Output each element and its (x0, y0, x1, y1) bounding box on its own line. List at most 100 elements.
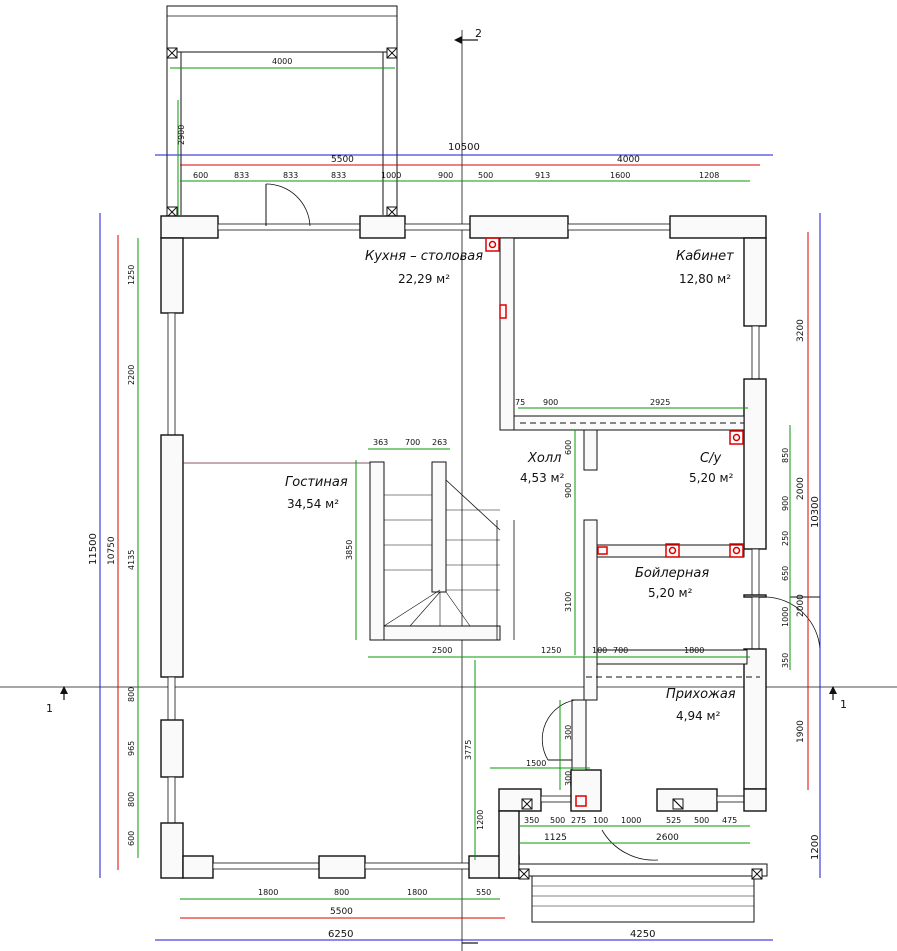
dim-bottom-seg: 800 (334, 888, 349, 897)
room-office-area: 12,80 м² (679, 272, 731, 286)
room-hall-name: Холл (527, 451, 561, 466)
dim-overall-bottom-right: 4250 (630, 929, 655, 940)
dim-porch-depth: 2900 (177, 125, 186, 145)
dim-top-seg: 1600 (610, 171, 630, 180)
red-dim-lines (117, 164, 809, 919)
dim-entry-bottom: 275 (571, 816, 586, 825)
dim-hall-top: 900 (543, 398, 558, 407)
room-boiler-name: Бойлерная (635, 566, 709, 581)
dim-right-green: 350 (781, 653, 790, 668)
dim-porch-width: 4000 (272, 57, 292, 66)
doors (265, 183, 821, 861)
vent-markers (485, 237, 744, 807)
dim-top-seg: 1208 (699, 171, 719, 180)
porch-canopy (166, 5, 398, 218)
dim-overall-right: 10300 (810, 496, 821, 528)
room-office-name: Кабинет (676, 249, 734, 264)
room-wc-name: С/у (700, 451, 721, 466)
dim-left-seg: 1250 (127, 265, 136, 285)
dim-right-part: 4000 (617, 155, 640, 165)
dim-living-vert: 3775 (464, 740, 473, 760)
dim-entry-bottom: 500 (694, 816, 709, 825)
dim-right-red: 2000 (796, 477, 806, 500)
dim-below-stair: 1250 (541, 646, 561, 655)
dim-right-red: 3200 (796, 319, 806, 342)
dim-hall-vert: 900 (564, 483, 573, 498)
dim-top-seg: 913 (535, 171, 550, 180)
dim-entry-top: 300 (564, 725, 573, 740)
dim-entry-bottom: 1000 (621, 816, 641, 825)
dim-left-seg: 600 (127, 831, 136, 846)
blue-dim-lines (99, 154, 821, 941)
room-kitchen-name: Кухня – столовая (365, 249, 483, 264)
dim-entry-bottom: 525 (666, 816, 681, 825)
dim-overall-left: 11500 (88, 533, 99, 565)
dim-below-stair: 2500 (432, 646, 452, 655)
room-living-name: Гостиная (285, 475, 348, 490)
dim-stair-height: 3850 (345, 540, 354, 560)
dim-entry-top: 300 (564, 771, 573, 786)
dim-stair-top: 700 (405, 438, 420, 447)
dim-top-seg: 500 (478, 171, 493, 180)
section-2-label: 2 (475, 27, 482, 40)
room-hall-area: 4,53 м² (520, 471, 565, 485)
dim-left-seg: 965 (127, 741, 136, 756)
dim-entry-bottom: 350 (524, 816, 539, 825)
dim-bottom-seg: 1800 (407, 888, 427, 897)
dim-top-seg: 600 (193, 171, 208, 180)
room-wc-area: 5,20 м² (689, 471, 734, 485)
section-1-right-label: 1 (840, 698, 847, 711)
dim-right-green: 1000 (781, 607, 790, 627)
dim-right-red: 1900 (796, 720, 806, 743)
dim-hall-row: 1800 (684, 646, 704, 655)
dim-hall-row: 700 (613, 646, 628, 655)
dim-stair-top: 263 (432, 438, 447, 447)
dim-top-seg: 1000 (381, 171, 401, 180)
dim-left-seg: 800 (127, 687, 136, 702)
dim-left-seg: 4135 (127, 550, 136, 570)
dim-hall-top: 2925 (650, 398, 670, 407)
dim-bottom-seg: 1800 (258, 888, 278, 897)
green-dim-lines (137, 67, 791, 900)
dim-hall-top: 75 (515, 398, 525, 407)
dim-overall-top: 10500 (448, 142, 480, 153)
dim-top-seg: 900 (438, 171, 453, 180)
room-entry-area: 4,94 м² (676, 709, 721, 723)
dim-entry-bottom: 100 (593, 816, 608, 825)
dim-right-green: 900 (781, 496, 790, 511)
dim-right-green: 250 (781, 531, 790, 546)
dim-left-seg: 2200 (127, 365, 136, 385)
dim-top-seg: 833 (331, 171, 346, 180)
dim-entry-bottom: 475 (722, 816, 737, 825)
dim-top-seg: 833 (283, 171, 298, 180)
dim-right-green: 850 (781, 448, 790, 463)
dim-top-seg: 833 (234, 171, 249, 180)
dim-right-red: 2000 (796, 594, 806, 617)
dim-right-green: 650 (781, 566, 790, 581)
room-boiler-area: 5,20 м² (648, 586, 693, 600)
room-living-area: 34,54 м² (287, 497, 339, 511)
dim-entry-top: 1500 (526, 759, 546, 768)
room-entry-name: Прихожая (666, 687, 736, 702)
dim-bottom-seg: 550 (476, 888, 491, 897)
dim-right-porch: 1200 (810, 835, 821, 860)
entry-porch (518, 798, 768, 923)
dim-overall-bottom-left: 6250 (328, 929, 353, 940)
dim-entry-bottom: 500 (550, 816, 565, 825)
dim-entry-bottom2: 1125 (544, 833, 567, 843)
section-1-left-label: 1 (46, 702, 53, 715)
exterior-walls (160, 215, 767, 879)
dim-entry-bottom2: 2600 (656, 833, 679, 843)
dim-hall-vert: 600 (564, 440, 573, 455)
dim-left-seg: 800 (127, 792, 136, 807)
interior-walls (183, 237, 748, 771)
dim-stair-top: 363 (373, 438, 388, 447)
dim-living-vert: 1200 (476, 810, 485, 830)
dim-hall-row: 100 (592, 646, 607, 655)
room-kitchen-area: 22,29 м² (398, 272, 450, 286)
dim-inner-left: 10750 (107, 536, 117, 565)
dim-hall-vert: 3100 (564, 592, 573, 612)
dim-left-part: 5500 (331, 155, 354, 165)
dim-bottom-red: 5500 (330, 907, 353, 917)
